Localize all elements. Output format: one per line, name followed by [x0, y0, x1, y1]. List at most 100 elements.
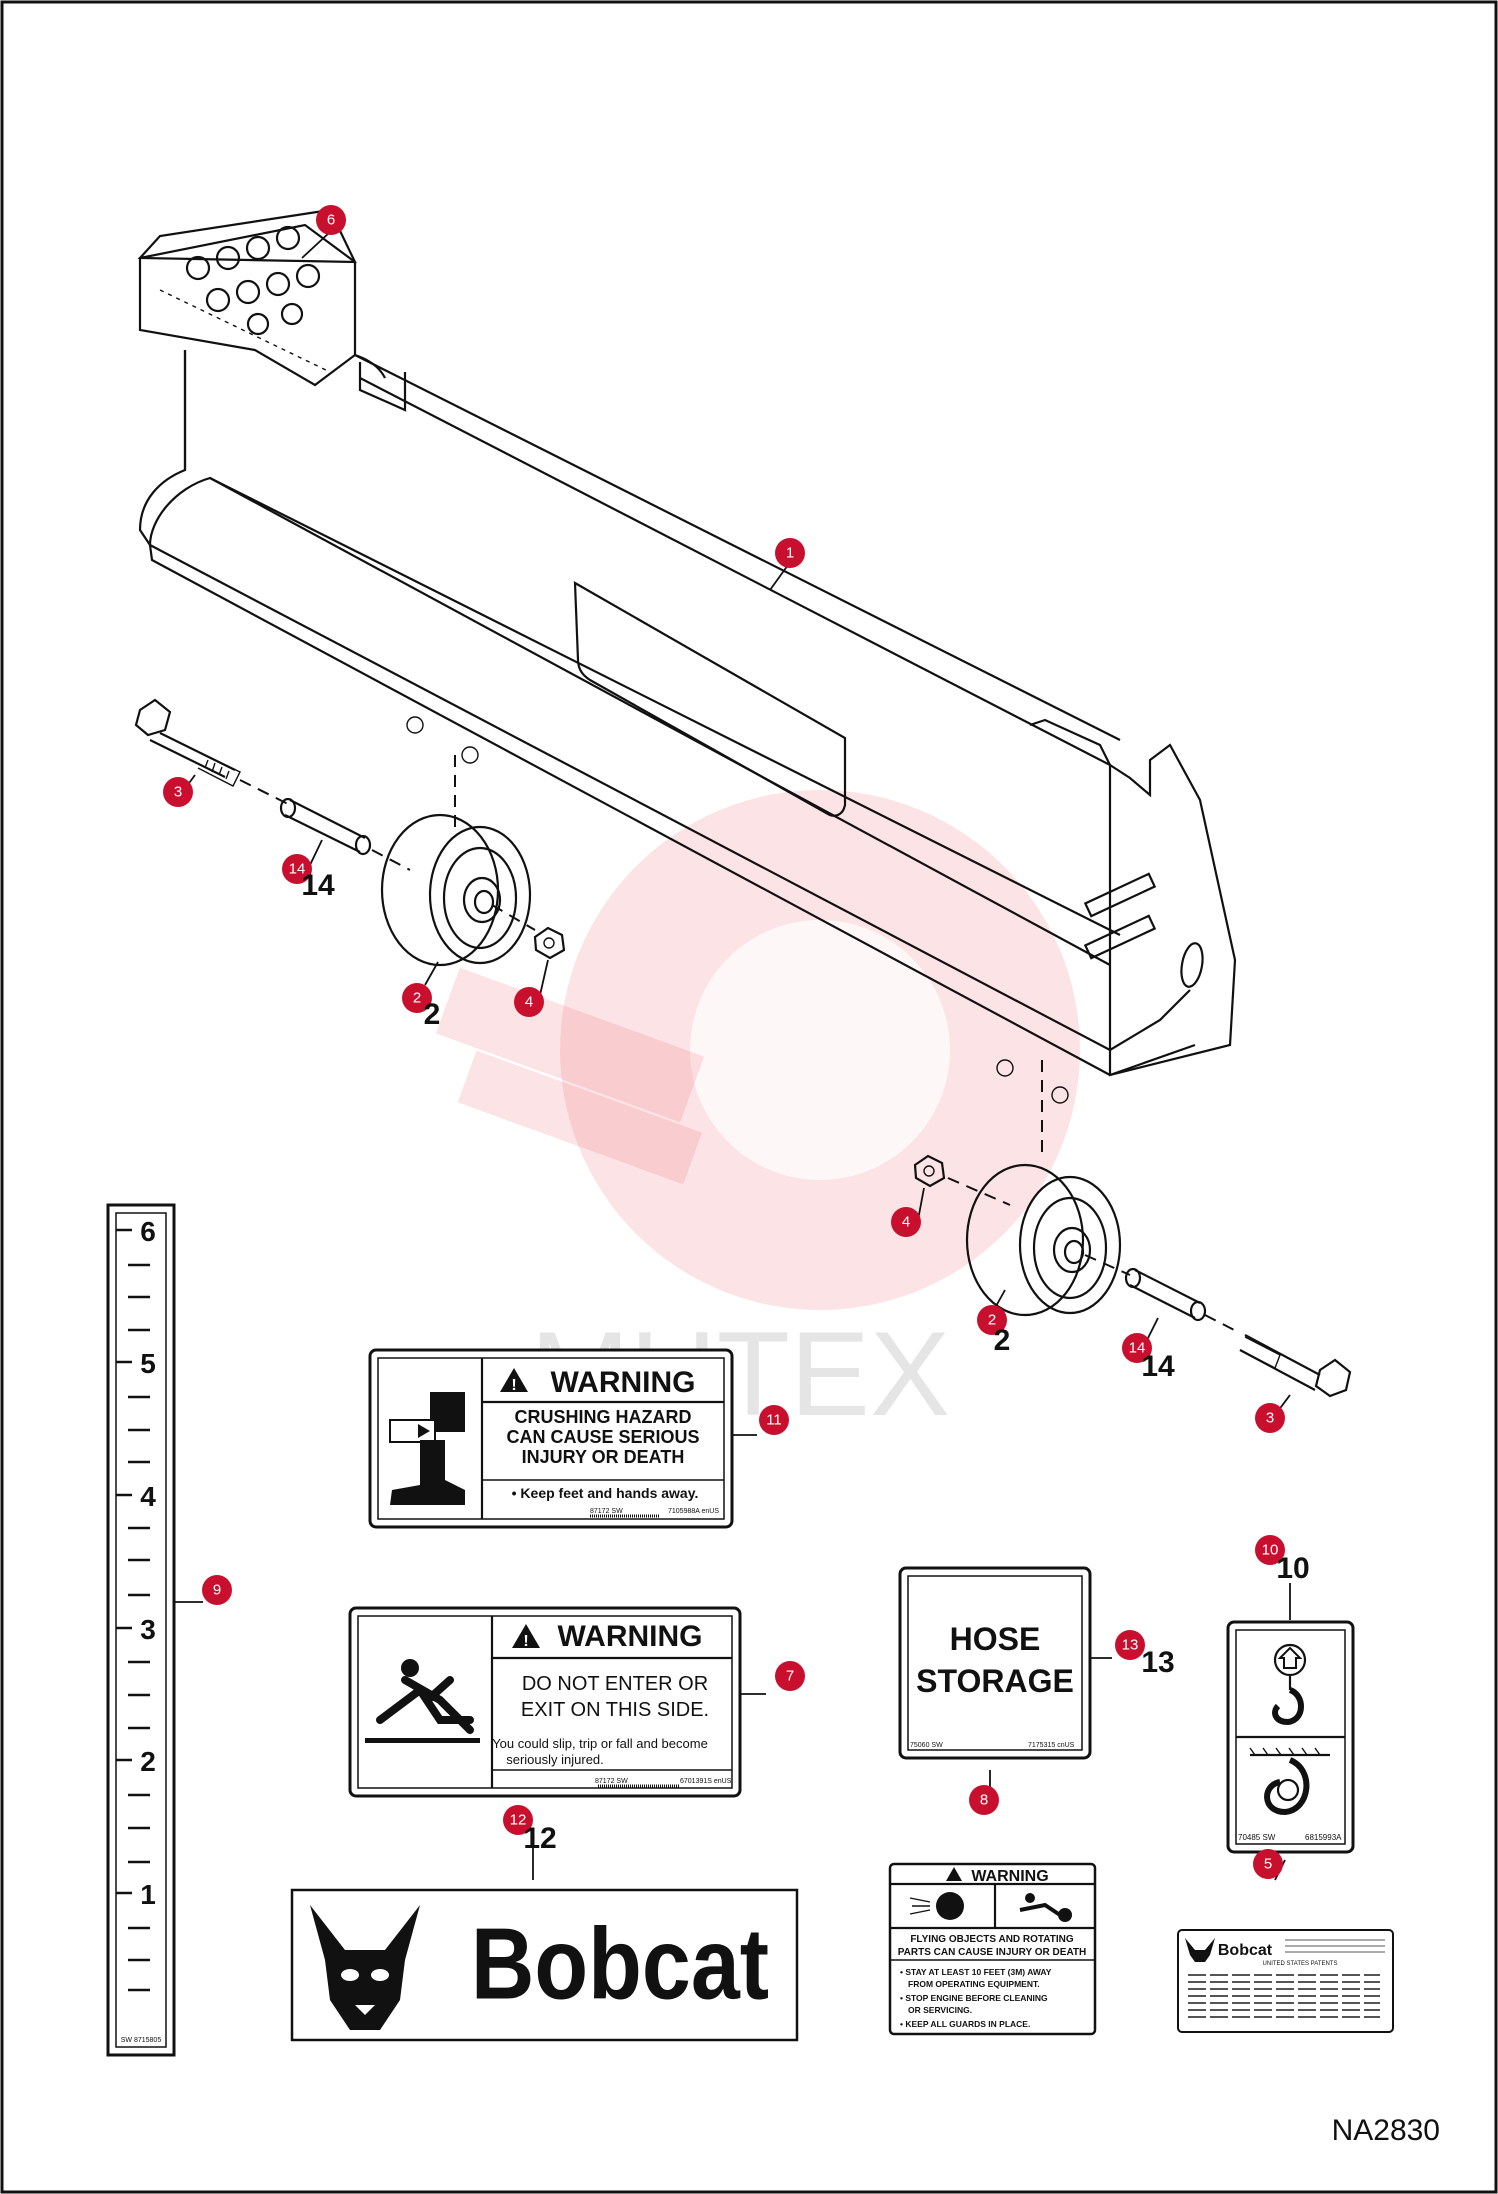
svg-text:CAN CAUSE SERIOUS: CAN CAUSE SERIOUS [506, 1427, 699, 1447]
callout-14-left: 14 14 [282, 854, 335, 902]
spacer-left [279, 797, 372, 856]
lift-hook-icon [1272, 1643, 1307, 1726]
callout-3-right: 3 [1255, 1403, 1285, 1433]
callout-7: 7 [775, 1661, 805, 1691]
svg-text:• STAY AT LEAST 10 FEET (3M) A: • STAY AT LEAST 10 FEET (3M) AWAY [900, 1967, 1052, 1977]
callout-4-right: 4 [891, 1207, 921, 1237]
bolt-left [134, 698, 241, 787]
callout-9: 9 [202, 1575, 232, 1605]
callout-8: 8 [969, 1785, 999, 1815]
bobcat-head-logo [310, 1905, 420, 2030]
slipping-person-icon [365, 1659, 480, 1743]
svg-text:5: 5 [140, 1348, 156, 1379]
svg-text:WARNING: WARNING [971, 1868, 1048, 1885]
svg-text:PARTS CAN CAUSE INJURY OR DEAT: PARTS CAN CAUSE INJURY OR DEATH [898, 1947, 1087, 1958]
svg-text:STORAGE: STORAGE [916, 1663, 1074, 1699]
svg-text:14: 14 [289, 861, 306, 878]
svg-text:!: ! [523, 1633, 528, 1650]
warning-triangle-icon [512, 1624, 540, 1648]
callout-3-left: 3 [163, 777, 193, 807]
spacer-right [1124, 1267, 1207, 1322]
svg-text:8: 8 [980, 1792, 988, 1809]
crushed-foot-icon [389, 1392, 465, 1505]
svg-text:2: 2 [994, 1324, 1011, 1357]
svg-text:6815993A: 6815993A [1305, 1833, 1342, 1842]
ruler-labels: 6 5 4 3 2 1 [140, 1216, 156, 1910]
decal-bobcat-logo: Bobcat [290, 1888, 799, 2042]
svg-text:2: 2 [988, 1312, 996, 1329]
svg-text:FLYING OBJECTS AND ROTATING: FLYING OBJECTS AND ROTATING [910, 1934, 1074, 1945]
svg-text:6: 6 [140, 1216, 156, 1247]
svg-text:10: 10 [1262, 1542, 1279, 1559]
svg-text:13: 13 [1141, 1646, 1174, 1679]
decal-do-not-enter: ! WARNING DO NOT ENTER OR EXIT ON THIS S… [348, 1606, 742, 1798]
svg-text:3: 3 [1266, 1410, 1274, 1427]
rotating-parts-icon [1019, 1893, 1072, 1922]
callout-10: 10 10 [1255, 1535, 1310, 1585]
svg-text:OR SERVICING.: OR SERVICING. [908, 2005, 972, 2015]
svg-text:14: 14 [301, 869, 335, 902]
hose-coupler-ports [185, 225, 321, 336]
callout-13: 13 13 [1115, 1630, 1175, 1679]
callout-14-right: 14 14 [1122, 1333, 1175, 1383]
svg-text:WARNING: WARNING [551, 1366, 696, 1399]
callout-2-left: 2 2 [402, 983, 440, 1031]
figure-code: NA2830 [1332, 2114, 1440, 2147]
svg-text:• STOP ENGINE BEFORE CLEANING: • STOP ENGINE BEFORE CLEANING [900, 1993, 1048, 2003]
svg-text:Bobcat: Bobcat [471, 1908, 769, 2021]
svg-text:WARNING: WARNING [558, 1620, 703, 1653]
svg-text:7: 7 [786, 1668, 794, 1685]
callout-2-right: 2 2 [977, 1305, 1010, 1357]
svg-text:4: 4 [525, 994, 533, 1011]
svg-text:UNITED STATES PATENTS: UNITED STATES PATENTS [1263, 1961, 1338, 1967]
callout-12: 12 12 [503, 1805, 557, 1855]
svg-text:2: 2 [140, 1746, 156, 1777]
svg-text:SW 8715805: SW 8715805 [121, 2037, 162, 2044]
nut-right [913, 1154, 946, 1188]
decal-flying-objects: WARNING FLYING OBJECTS AND ROTATING PART… [888, 1862, 1097, 2036]
svg-text:3: 3 [140, 1614, 156, 1645]
svg-text:CRUSHING HAZARD: CRUSHING HAZARD [515, 1407, 692, 1427]
warning-triangle-icon [500, 1368, 528, 1392]
svg-text:6701391S enUS: 6701391S enUS [680, 1778, 732, 1785]
svg-text:11: 11 [766, 1412, 782, 1429]
face-shield-icon [909, 1892, 964, 1920]
svg-text:70485 SW: 70485 SW [1238, 1833, 1276, 1842]
frame-assembly [137, 208, 1237, 1104]
bolt-right [1239, 1334, 1352, 1398]
svg-text:2: 2 [424, 998, 441, 1031]
svg-text:4: 4 [902, 1214, 910, 1231]
svg-text:6: 6 [327, 212, 335, 229]
svg-text:seriously injured.: seriously injured. [506, 1752, 604, 1767]
callout-1: 1 [775, 538, 805, 568]
svg-text:INJURY OR DEATH: INJURY OR DEATH [522, 1447, 685, 1467]
ruler-ticks [116, 1228, 150, 1992]
svg-text:• KEEP ALL GUARDS IN PLACE.: • KEEP ALL GUARDS IN PLACE. [900, 2019, 1030, 2029]
svg-text:Bobcat: Bobcat [1218, 1942, 1273, 1959]
wheel-left [380, 813, 532, 967]
svg-text:HOSE: HOSE [950, 1621, 1041, 1657]
svg-text:87172 SW: 87172 SW [590, 1508, 623, 1515]
callout-6: 6 [316, 205, 346, 235]
callout-11: 11 [759, 1405, 789, 1435]
svg-text:You could slip, trip or fall a: You could slip, trip or fall and become [492, 1736, 708, 1751]
svg-text:1: 1 [786, 545, 794, 562]
svg-text:4: 4 [140, 1481, 156, 1512]
svg-text:9: 9 [213, 1582, 221, 1599]
callout-5: 5 [1253, 1849, 1283, 1879]
svg-text:10: 10 [1276, 1552, 1309, 1585]
decal-hose-storage: HOSE STORAGE 75060 SW 7175315 cnUS [898, 1566, 1092, 1760]
svg-text:• Keep feet and hands away.: • Keep feet and hands away. [512, 1485, 699, 1501]
warning-triangle-icon [946, 1867, 962, 1881]
patent-number-list [1188, 1939, 1385, 2018]
nut-left [533, 926, 566, 960]
svg-text:1: 1 [140, 1879, 156, 1910]
svg-text:2: 2 [413, 990, 421, 1007]
svg-text:14: 14 [1129, 1340, 1146, 1357]
svg-text:14: 14 [1141, 1350, 1175, 1383]
svg-text:12: 12 [523, 1822, 556, 1855]
decal-depth-ruler: 6 5 4 3 2 1 SW 8715805 [106, 1203, 176, 2057]
decal-crushing-hazard: ! WARNING CRUSHING HAZARD CAN CAUSE SERI… [368, 1348, 734, 1529]
svg-text:7175315 cnUS: 7175315 cnUS [1028, 1742, 1075, 1749]
